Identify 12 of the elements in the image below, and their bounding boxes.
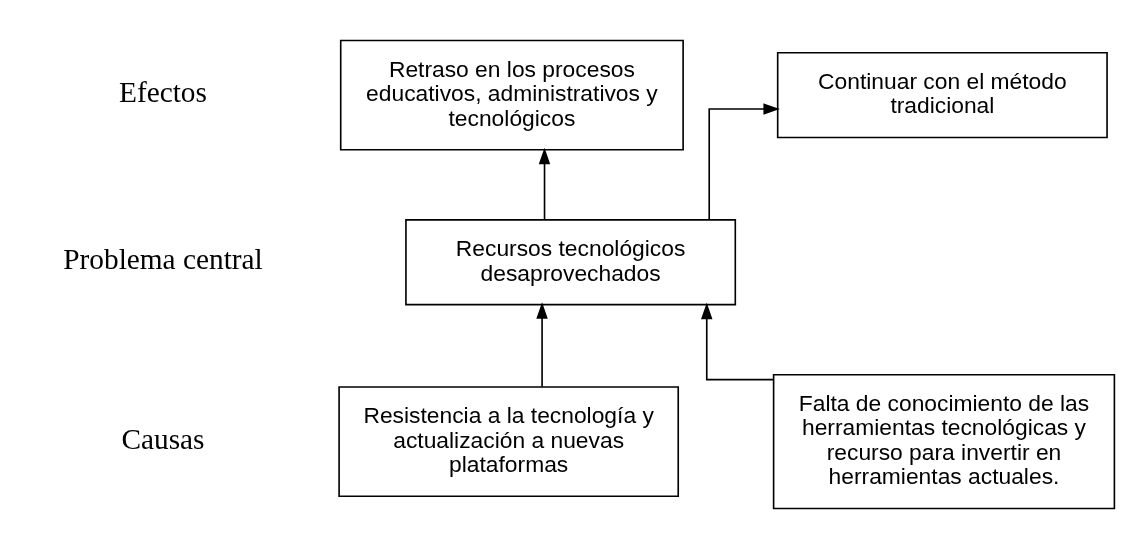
node-box: Continuar con el método tradicional xyxy=(776,51,1108,138)
label: Problema central xyxy=(63,242,263,275)
node-box: Resistencia a la tecnología y actualización a nuevas plataformas xyxy=(338,385,680,497)
arrow xyxy=(701,302,775,380)
label: Efectos xyxy=(119,75,207,108)
node-box: Falta de conocimiento de las herramientas tecnológicas y recurso para invertir en herramientas actuales. xyxy=(772,373,1116,509)
node-box: Recursos tecnológicos desaprovechados xyxy=(405,218,737,305)
node-box: Retraso en los procesos educativos, administrativos y tecnológicos xyxy=(339,39,684,151)
label: Causas xyxy=(121,422,205,455)
arrow xyxy=(536,301,548,388)
arrow xyxy=(538,147,551,220)
arrow xyxy=(708,102,780,220)
